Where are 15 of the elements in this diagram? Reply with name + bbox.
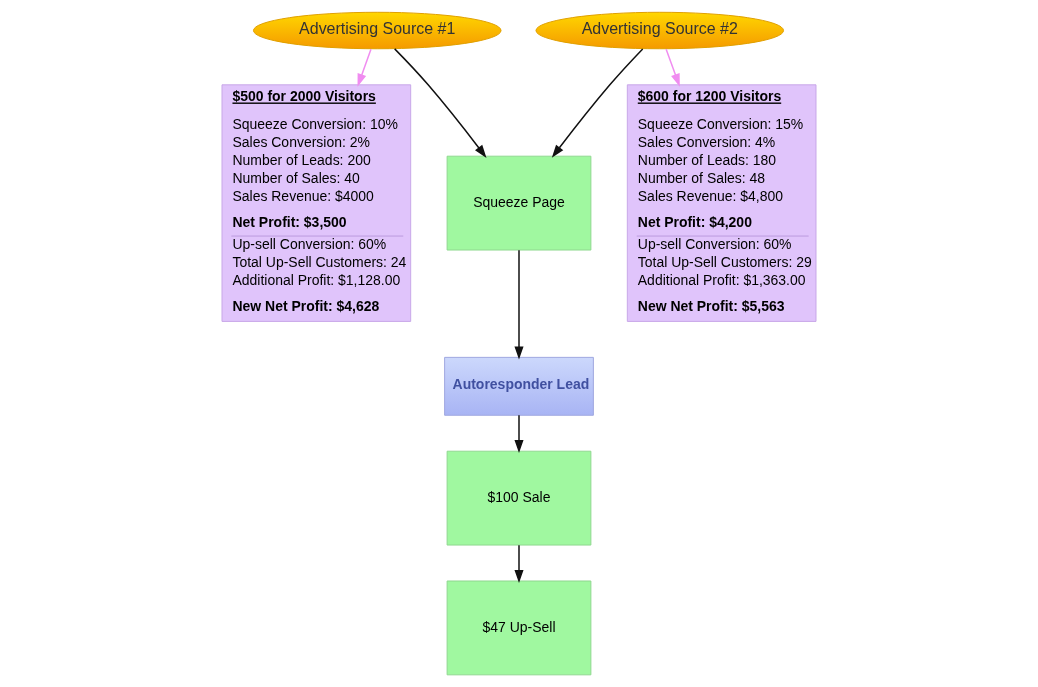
arrow [665,48,680,87]
node-box: $500 for 2000 Visitors Squeeze Conversion: 10% Sales Conversion: 2% Number of Leads: 200 Number of Sales: 40 Sales Revenue: $4000 Net Profit: $3,500 Up-sell Conversion: 60% Total Up-Sell Customers: 24 Additional Profit: $1,128.00 New Net Profit: $4,628 [221,84,412,322]
node-ellipse: Advertising Source #2 [535,11,785,50]
node-box: $47 Up-Sell [446,580,592,676]
node-box: Autoresponder Lead [444,356,594,416]
node-ellipse: Advertising Source #1 [252,11,502,50]
arrow [357,48,372,87]
arrow [393,48,487,158]
arrow [514,249,524,360]
node-box: $100 Sale [446,450,592,546]
arrow [514,544,524,584]
arrow [514,414,524,454]
node-box: Squeeze Page [446,155,592,251]
node-box: $600 for 1200 Visitors Squeeze Conversion: 15% Sales Conversion: 4% Number of Leads: 180 Number of Sales: 48 Sales Revenue: $4,800 Net Profit: $4,200 Up-sell Conversion: 60% Total Up-Sell Customers: 29 Additional Profit: $1,363.00 New Net Profit: $5,563 [626,84,817,322]
arrow [551,48,644,158]
